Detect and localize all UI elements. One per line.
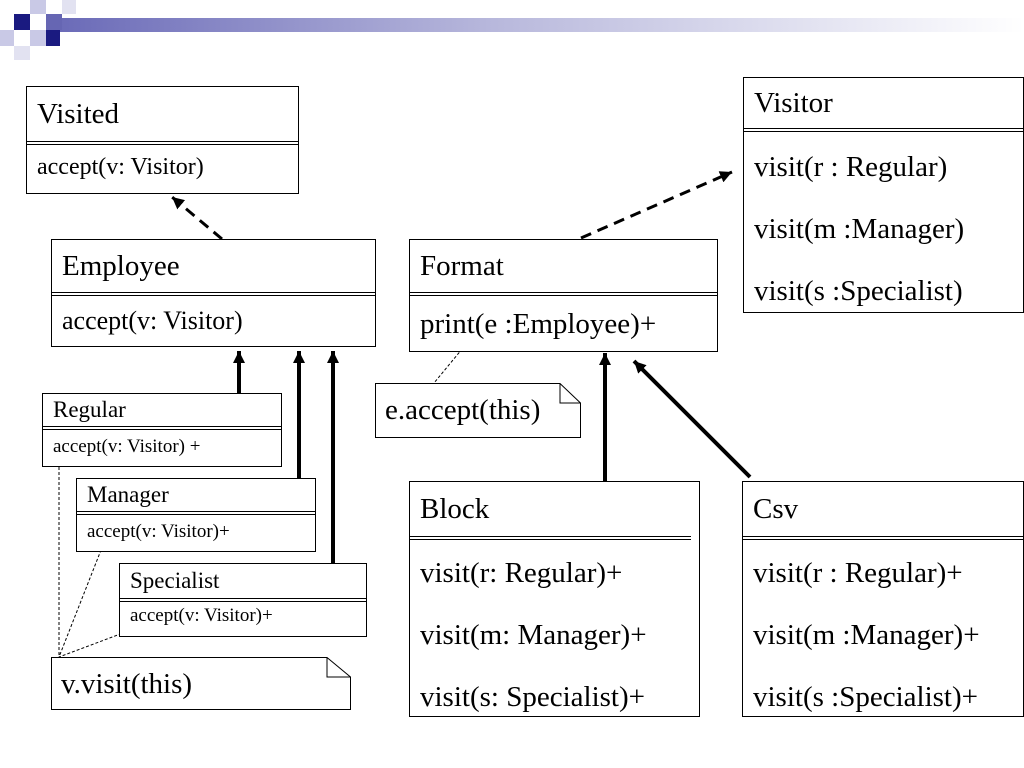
csv-op: visit(s :Specialist)+ <box>753 681 978 713</box>
specialist-class-separator <box>120 598 366 602</box>
visitor-op: visit(m :Manager) <box>754 213 965 245</box>
csv-to-format-arrow <box>632 359 752 479</box>
visit-note: v.visit(this) <box>51 657 351 710</box>
manager-class-name: Manager <box>87 482 169 507</box>
visited-op: accept(v: Visitor) <box>37 154 204 180</box>
manager-class-separator <box>77 511 315 515</box>
specialist-class-name: Specialist <box>130 568 220 593</box>
regular-class: Regular accept(v: Visitor) + <box>42 393 282 467</box>
regular-op: accept(v: Visitor) + <box>53 436 201 457</box>
csv-class: Csv visit(r : Regular)+ visit(m :Manager… <box>742 481 1024 717</box>
accept-note: e.accept(this) <box>375 383 581 438</box>
block-op: visit(m: Manager)+ <box>420 619 647 651</box>
block-class-name: Block <box>420 493 490 525</box>
format-class-separator <box>410 292 717 296</box>
csv-class-separator <box>743 536 1023 540</box>
specialist-op: accept(v: Visitor)+ <box>130 605 273 626</box>
employee-to-visited-arrow <box>171 195 223 241</box>
regular-class-separator <box>43 426 281 430</box>
visitor-op: visit(r : Regular) <box>754 151 948 183</box>
employee-class-separator <box>52 292 375 296</box>
format-op: print(e :Employee)+ <box>420 308 657 340</box>
employee-class: Employee accept(v: Visitor) <box>51 239 376 347</box>
block-op: visit(r: Regular)+ <box>420 557 623 589</box>
visited-class-separator <box>27 141 298 145</box>
format-class-name: Format <box>420 250 504 282</box>
visitor-class-name: Visitor <box>754 87 833 119</box>
visitor-class-separator <box>744 128 1023 132</box>
manager-class: Manager accept(v: Visitor)+ <box>76 478 316 552</box>
visit-note-anchor-manager <box>58 544 104 658</box>
csv-op: visit(m :Manager)+ <box>753 619 980 651</box>
employee-op: accept(v: Visitor) <box>62 306 243 335</box>
visitor-op: visit(s :Specialist) <box>754 275 963 307</box>
block-class-separator <box>410 536 691 540</box>
csv-class-name: Csv <box>753 493 799 525</box>
regular-class-name: Regular <box>53 397 126 422</box>
block-op: visit(s: Specialist)+ <box>420 681 645 713</box>
manager-op: accept(v: Visitor)+ <box>87 521 230 542</box>
format-class: Format print(e :Employee)+ <box>409 239 718 352</box>
format-to-visitor-arrow <box>580 170 733 240</box>
visited-class: Visited accept(v: Visitor) <box>26 86 299 194</box>
accept-note-text: e.accept(this) <box>385 394 541 426</box>
visitor-class: Visitor visit(r : Regular) visit(m :Mana… <box>743 77 1024 313</box>
visit-note-text: v.visit(this) <box>61 668 193 700</box>
visited-class-name: Visited <box>37 98 120 130</box>
block-class: Block visit(r: Regular)+ visit(m: Manage… <box>409 481 700 717</box>
specialist-class: Specialist accept(v: Visitor)+ <box>119 563 367 637</box>
title-banner <box>0 0 1024 60</box>
csv-op: visit(r : Regular)+ <box>753 557 963 589</box>
employee-class-name: Employee <box>62 250 180 282</box>
